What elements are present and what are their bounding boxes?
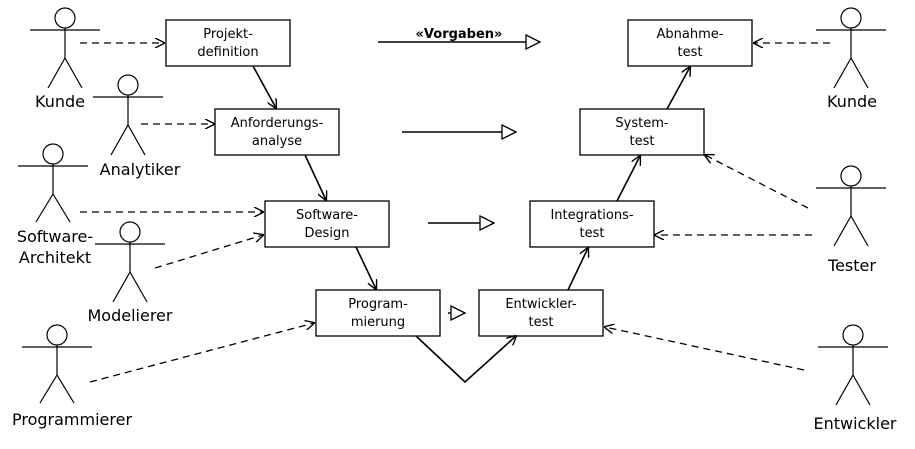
dashed-modelierer-to-design xyxy=(154,235,263,269)
actor-label: Modelierer xyxy=(88,306,173,325)
actor-label: Analytiker xyxy=(100,160,181,179)
box-integrationstest-line1: Integrations- xyxy=(550,208,633,223)
actor-kunde-left: Kunde xyxy=(30,7,100,111)
stereotype-vorgaben: «Vorgaben» xyxy=(416,27,503,42)
box-entwicklertest-line2: test xyxy=(529,315,554,330)
box-abnahmetest-line2: test xyxy=(678,45,703,60)
box-softwaredesign: Software- Design xyxy=(264,200,390,248)
flow-arrow-system-to-abnahme xyxy=(666,67,690,110)
box-systemtest-line2: test xyxy=(630,134,655,149)
actor-label: Tester xyxy=(827,256,876,275)
box-programmierung-line2: mierung xyxy=(351,315,405,330)
box-anforderungsanalyse: Anforderungs- analyse xyxy=(214,108,340,156)
actor-icon xyxy=(95,221,165,303)
box-programmierung-line1: Program- xyxy=(348,297,408,312)
actor-icon xyxy=(93,74,163,156)
actor-icon xyxy=(18,143,88,223)
dashed-programmierer-to-programmierung xyxy=(89,323,314,383)
actor-label: Kunde xyxy=(35,92,85,111)
box-softwaredesign-line2: Design xyxy=(305,226,350,241)
actor-tester: Tester xyxy=(816,165,886,275)
box-abnahmetest-line1: Abnahme- xyxy=(657,27,724,42)
box-abnahmetest: Abnahme- test xyxy=(627,19,753,67)
actor-analytiker: Analytiker xyxy=(93,74,181,179)
box-projektdefinition-line1: Projekt- xyxy=(203,27,253,42)
actor-label: Programmierer xyxy=(12,410,132,429)
actor-icon xyxy=(816,7,886,89)
dashed-entwickler-to-entwicklertest xyxy=(605,327,805,371)
flow-arrow-anforderung-to-design xyxy=(304,154,326,200)
box-programmierung: Program- mierung xyxy=(315,289,441,337)
actor-icon xyxy=(818,324,888,406)
actor-softwarearchitekt: Software- Architekt xyxy=(17,143,93,267)
box-projektdefinition: Projekt- definition xyxy=(165,19,291,67)
box-anforderungsanalyse-line2: analyse xyxy=(252,134,302,149)
actor-modelierer: Modelierer xyxy=(88,221,173,325)
box-systemtest-line1: System- xyxy=(615,116,668,131)
box-integrationstest: Integrations- test xyxy=(529,200,655,248)
actor-icon xyxy=(30,7,100,89)
flow-arrow-entwicklertest-to-integration xyxy=(567,248,588,291)
box-entwicklertest-line1: Entwickler- xyxy=(505,297,577,312)
box-projektdefinition-line2: definition xyxy=(197,45,258,60)
actor-label-line1: Software- xyxy=(17,227,93,246)
dashed-tester-to-systemtest xyxy=(705,155,809,209)
box-entwicklertest: Entwickler- test xyxy=(478,289,604,337)
actor-icon xyxy=(22,324,92,404)
flow-arrow-design-to-programmierung xyxy=(355,246,376,289)
actor-kunde-right: Kunde xyxy=(816,7,886,111)
actor-programmierer: Programmierer xyxy=(12,324,132,429)
actor-label: Entwickler xyxy=(814,414,897,433)
box-anforderungsanalyse-line1: Anforderungs- xyxy=(231,116,324,131)
actor-entwickler: Entwickler xyxy=(814,324,897,433)
box-systemtest: System- test xyxy=(579,108,705,156)
flow-arrow-integration-to-system xyxy=(616,156,640,202)
box-integrationstest-line2: test xyxy=(580,226,605,241)
actor-label-line2: Architekt xyxy=(19,248,91,267)
box-softwaredesign-line1: Software- xyxy=(296,208,358,223)
flow-arrow-projekt-to-anforderung xyxy=(252,65,276,108)
actor-label: Kunde xyxy=(827,92,877,111)
flow-arrow-programmierung-to-entwicklertest xyxy=(415,336,516,384)
actor-icon xyxy=(816,165,886,247)
